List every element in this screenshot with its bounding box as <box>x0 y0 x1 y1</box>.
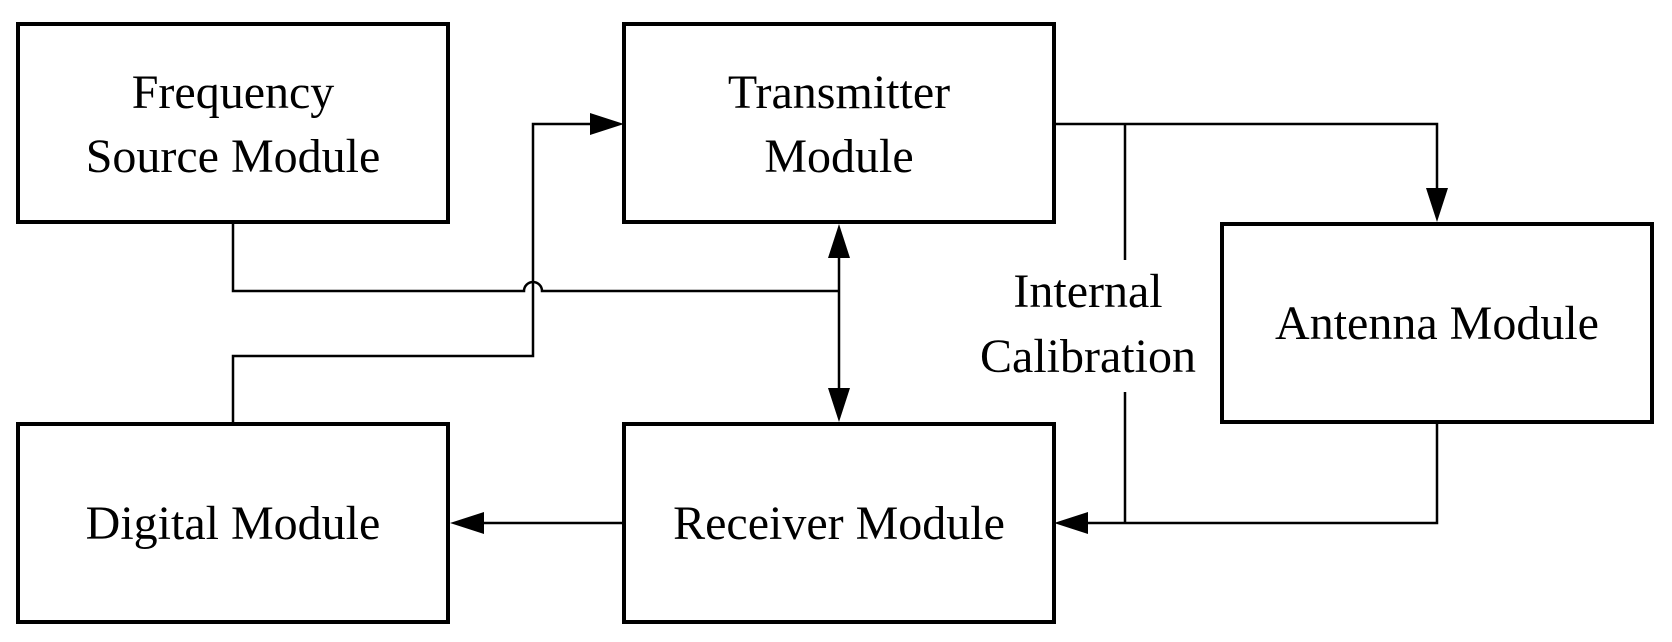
antenna-to-receiver-connector <box>1080 424 1439 525</box>
receiver-input-arrowhead <box>1054 512 1088 534</box>
transmitter-to-antenna-connector <box>1054 122 1439 196</box>
digital-module-block: Digital Module <box>16 422 450 624</box>
digital-to-transmitter-connector <box>231 122 600 424</box>
antenna-module-block: Antenna Module <box>1220 222 1654 424</box>
internal-calibration-label-line2: Calibration <box>980 330 1196 383</box>
frequency-source-module-block: Frequency Source Module <box>16 22 450 224</box>
transmitter-input-arrowhead <box>590 113 624 135</box>
internal-calibration-label-line1: Internal <box>1013 265 1162 318</box>
frequency-source-connector <box>231 222 839 293</box>
receiver-module-block: Receiver Module <box>622 422 1056 624</box>
antenna-input-arrowhead <box>1426 188 1448 222</box>
frequency-source-label-line2: Source Module <box>86 130 381 183</box>
transmitter-label-line1: Transmitter <box>728 66 950 119</box>
frequency-source-label-line1: Frequency <box>132 66 335 119</box>
antenna-label: Antenna Module <box>1275 297 1599 350</box>
digital-input-arrowhead <box>450 512 484 534</box>
digital-label: Digital Module <box>86 497 381 550</box>
receiver-label: Receiver Module <box>673 497 1005 550</box>
transmitter-receiver-arrowhead-down <box>828 388 850 422</box>
transmitter-receiver-arrowhead-up <box>828 224 850 258</box>
transmitter-module-block: Transmitter Module <box>622 22 1056 224</box>
transmitter-label-line2: Module <box>764 130 913 183</box>
